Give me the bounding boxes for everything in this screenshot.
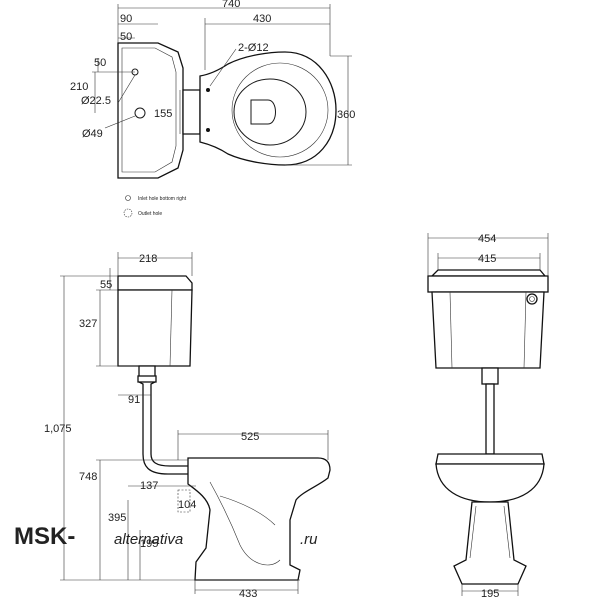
dim-inlet-offset-x: 50 [120, 31, 132, 43]
dim-bowl-width: 430 [253, 13, 271, 25]
watermark-brand: MSK- [14, 523, 75, 550]
cistern-plan-inner [121, 47, 177, 173]
connector-plan [182, 89, 201, 135]
bowl-trap-inner [219, 495, 276, 526]
fixing-hole-bottom [206, 128, 210, 132]
cistern-side-lid [117, 275, 193, 291]
pedestal-front [453, 501, 527, 585]
bowl-front [435, 463, 545, 503]
side-view: 218 55 327 1,075 91 525 748 137 104 395 … [44, 252, 331, 600]
legend-outlet-text: Outlet hole [138, 211, 162, 217]
dim-cistern-width: 454 [478, 233, 496, 245]
cistern-front-top [427, 275, 549, 293]
dim-cistern-depth: 218 [139, 253, 157, 265]
dim-base-length: 433 [239, 588, 257, 600]
cistern-front-lid [430, 269, 547, 277]
outlet-box [177, 489, 191, 513]
cistern-side-body [117, 289, 193, 367]
legend-inlet-text: Inlet hole bottom right [138, 196, 187, 202]
dim-cistern-top: 55 [100, 279, 112, 291]
bowl-inner [233, 78, 307, 146]
dim-seat-gap: 155 [154, 108, 172, 120]
dim-bowl-length: 525 [241, 431, 259, 443]
bowl-front-rim [435, 453, 545, 465]
watermark-script: alternativa [114, 531, 183, 548]
dim-inlet-offset-y: 50 [94, 57, 106, 69]
legend-inlet-icon [125, 195, 131, 201]
dim-cistern-offset: 90 [120, 13, 132, 25]
pipe-joint [137, 375, 157, 383]
legend-outlet-icon [123, 208, 133, 218]
top-view: 740 90 50 430 2-Ø12 50 210 Ø22.5 Ø49 155… [70, 0, 355, 218]
dim-outlet-offset: 137 [140, 480, 158, 492]
bowl-side [187, 457, 331, 581]
dim-inlet-diameter: Ø22.5 [81, 95, 111, 107]
dim-pipe-offset: 91 [128, 394, 140, 406]
dim-mount-height: 748 [79, 471, 97, 483]
dim-bowl-depth: 360 [337, 109, 355, 121]
front-pipe [485, 383, 495, 455]
dim-outlet-width: 104 [178, 499, 196, 511]
dim-outlet-height: 395 [108, 512, 126, 524]
bowl-rim [231, 62, 329, 158]
dim-pedestal-width: 195 [481, 588, 499, 600]
front-view: 454 415 195 [427, 233, 549, 600]
dim-lid-width: 415 [478, 253, 496, 265]
bowl-plan-outline [199, 51, 337, 166]
bowl-outlet [250, 99, 276, 125]
front-pipe-joint [481, 367, 499, 385]
dim-depth: 210 [70, 81, 88, 93]
dim-cistern-height: 327 [79, 318, 97, 330]
flush-button-inner [529, 296, 535, 302]
flush-button [526, 293, 538, 305]
dim-total-height: 1,075 [44, 423, 72, 435]
dim-fixing-holes: 2-Ø12 [238, 42, 269, 54]
watermark: MSK- alternativa .ru [14, 523, 318, 550]
cistern-front-body [431, 291, 545, 369]
fixing-hole-top [206, 88, 210, 92]
dim-outlet-bottom: 195 [140, 538, 158, 550]
outlet-hole [134, 107, 146, 119]
dim-outlet-diameter: Ø49 [82, 128, 103, 140]
dim-overall-width: 740 [222, 0, 240, 10]
watermark-suffix: .ru [300, 531, 318, 548]
